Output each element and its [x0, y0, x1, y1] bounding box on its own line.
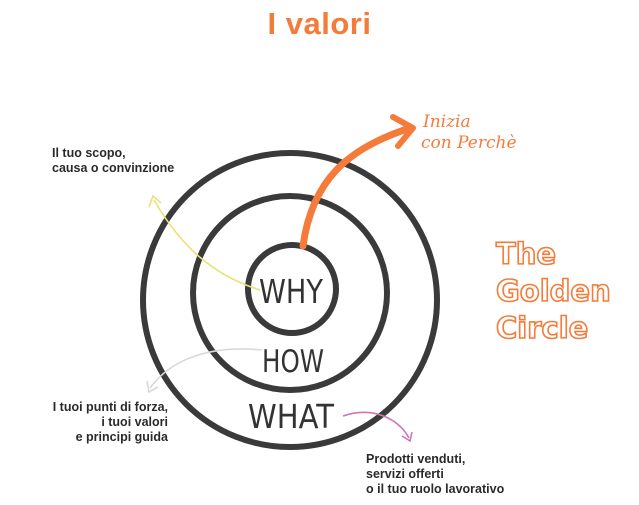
how-note-line: e principi guida — [75, 430, 168, 444]
what-note-line: o il tuo ruolo lavorativo — [366, 482, 505, 496]
golden-circle-line-3: Circle — [495, 310, 589, 346]
perche-arrow — [299, 124, 414, 250]
what-label: WHAT — [248, 397, 335, 436]
what-note: Prodotti venduti, servizi offerti o il t… — [366, 452, 504, 497]
what-note-arrowhead — [401, 431, 413, 443]
what-note-line: servizi offerti — [366, 467, 444, 481]
page-title: I valori — [267, 6, 372, 41]
why-note: Il tuo scopo, causa o convinzione — [52, 146, 174, 176]
why-note-arrowhead — [148, 194, 162, 208]
what-note-arrow — [342, 411, 410, 439]
why-note-arrow — [153, 199, 261, 291]
why-note-line: causa o convinzione — [52, 161, 175, 175]
why-label: WHY — [259, 272, 324, 311]
how-note: I tuoi punti di forza, i tuoi valori e p… — [10, 400, 168, 445]
how-note-line: i tuoi valori — [101, 415, 168, 429]
how-note-arrow — [149, 348, 263, 389]
why-note-line: Il tuo scopo, — [52, 146, 126, 160]
how-ring — [190, 193, 390, 393]
how-note-line: I tuoi punti di forza, — [52, 400, 168, 414]
perche-line-1: Inizia — [422, 112, 471, 132]
perche-arrowhead — [390, 114, 416, 149]
perche-line-2: con Perchè — [421, 133, 517, 153]
golden-circle-line-1: The — [495, 236, 557, 272]
why-ring — [245, 242, 339, 336]
what-ring — [140, 150, 440, 450]
what-note-line: Prodotti venduti, — [366, 452, 466, 466]
how-note-arrowhead — [146, 380, 159, 394]
golden-circle-line-2: Golden — [495, 273, 611, 309]
how-label: HOW — [262, 344, 324, 380]
golden-circle-title: The Golden Circle — [495, 236, 636, 347]
